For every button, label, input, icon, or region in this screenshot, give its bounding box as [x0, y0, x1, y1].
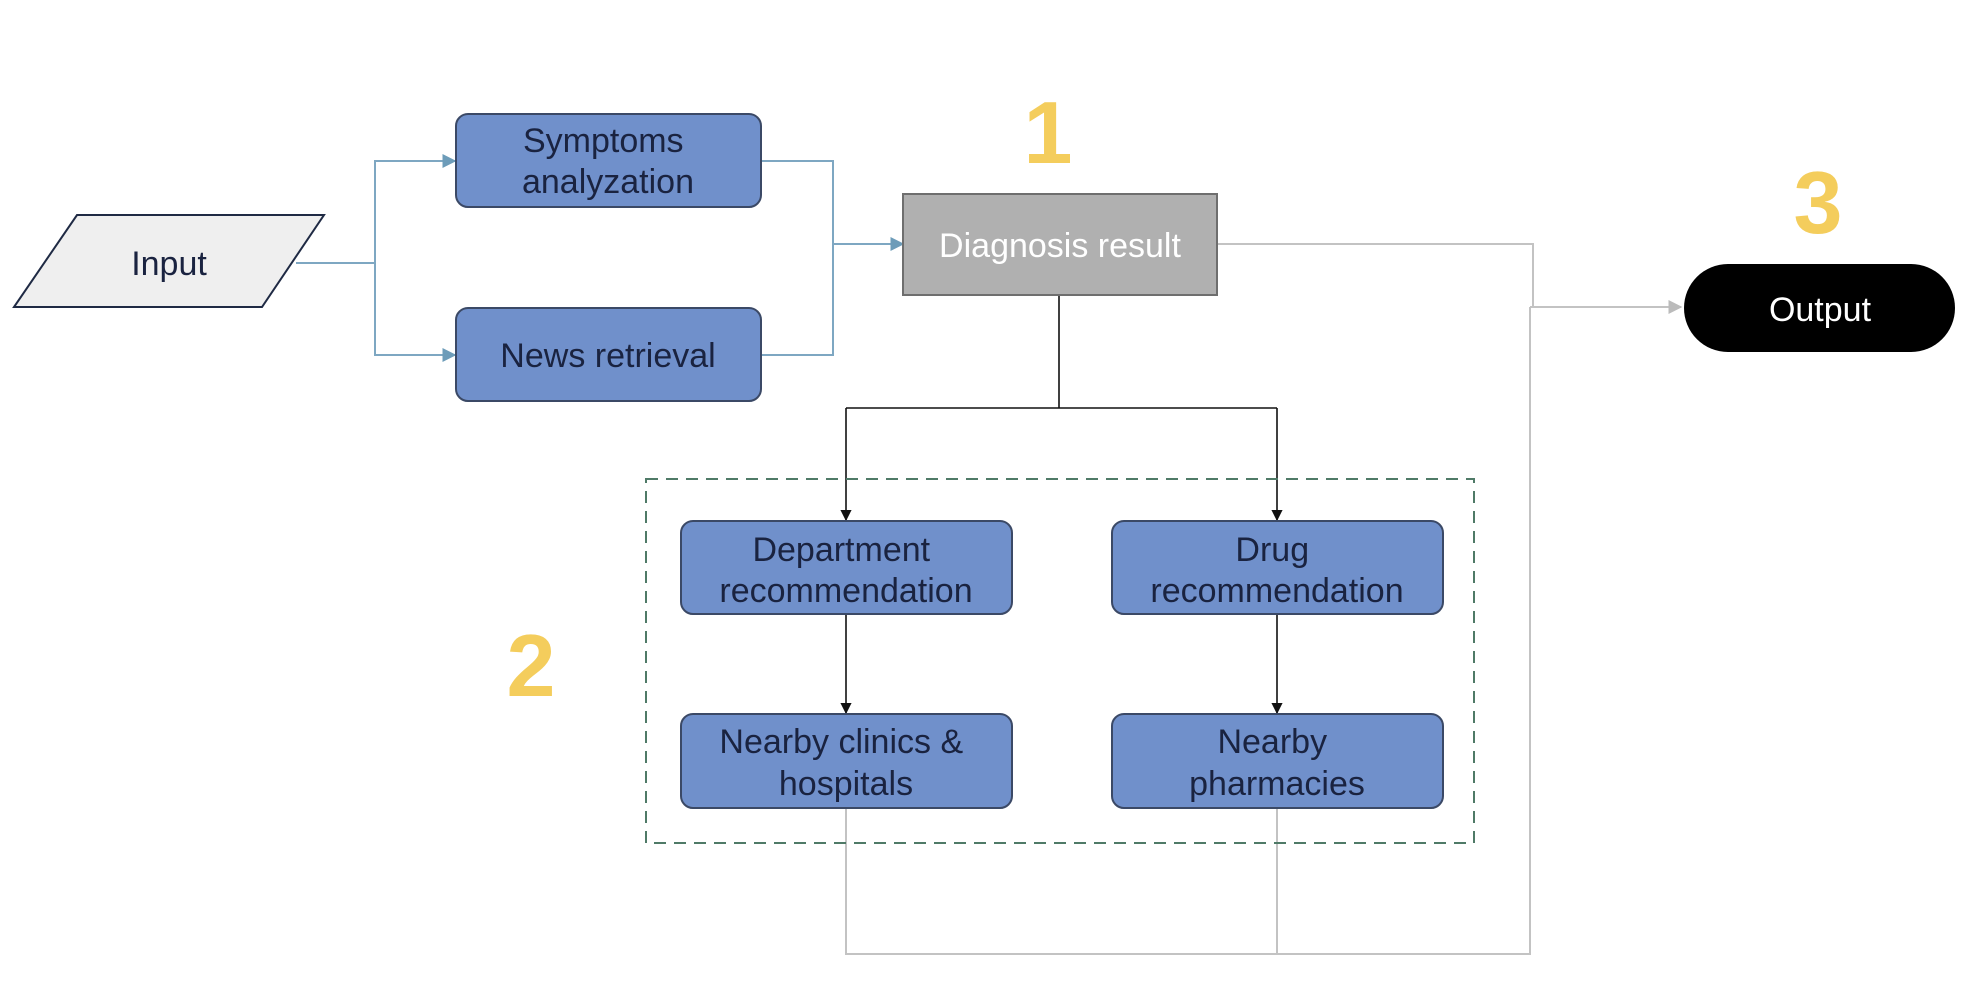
pharmacies-node: Nearby pharmacies: [1111, 713, 1444, 809]
pharmacies-label: Nearby pharmacies: [1189, 723, 1365, 803]
connector-news-out: [761, 244, 834, 356]
department-box: [680, 520, 1013, 615]
step-number-2: 2: [507, 616, 556, 715]
input-node: Input: [12, 214, 326, 308]
diagnosis-node: Diagnosis result: [902, 193, 1218, 296]
department-label: Department recommendation: [719, 531, 972, 610]
connector-clinics-return: [845, 307, 1531, 955]
input-connectors: [296, 154, 905, 362]
symptoms-label: Symptoms analyzation: [522, 122, 694, 201]
drug-label-line-1: Drug: [1235, 531, 1309, 569]
clinics-box: [680, 713, 1013, 809]
diagnosis-connectors: [840, 295, 1283, 715]
recommendation-group: [645, 478, 1475, 844]
drug-label-line-2: recommendation: [1150, 572, 1403, 610]
department-label-line-2: recommendation: [719, 572, 972, 610]
pharmacies-label-line-1: Nearby: [1217, 723, 1327, 761]
connector-symptoms-out: [761, 160, 834, 244]
news-box: [455, 307, 762, 402]
symptoms-node: Symptoms analyzation: [455, 113, 762, 208]
output-label: Output: [1769, 291, 1872, 329]
input-shape: [12, 214, 326, 308]
symptoms-label-line-2: analyzation: [522, 163, 694, 201]
step-number-3: 3: [1794, 153, 1843, 252]
department-label-line-1: Department: [752, 531, 930, 569]
output-connectors: [845, 243, 1683, 955]
news-node: News retrieval: [455, 307, 762, 402]
drug-box: [1111, 520, 1444, 615]
connector-diagnosis-to-output: [1217, 243, 1534, 307]
pharmacies-label-line-2: pharmacies: [1189, 765, 1365, 803]
symptoms-label-line-1: Symptoms: [523, 122, 684, 160]
diagnosis-label: Diagnosis result: [939, 227, 1181, 265]
clinics-label-line-1: Nearby clinics &: [719, 723, 963, 761]
drug-node: Drug recommendation: [1111, 520, 1444, 615]
news-label: News retrieval: [500, 337, 715, 375]
clinics-label: Nearby clinics & hospitals: [719, 723, 972, 803]
clinics-label-line-2: hospitals: [779, 765, 913, 803]
connector-to-symptoms: [374, 154, 457, 263]
output-shape: [1684, 264, 1955, 352]
symptoms-box: [455, 113, 762, 208]
diagnosis-box: [902, 193, 1218, 296]
clinics-node: Nearby clinics & hospitals: [680, 713, 1013, 809]
input-label: Input: [131, 245, 207, 283]
department-node: Department recommendation: [680, 520, 1013, 615]
step-number-1: 1: [1024, 83, 1073, 182]
pharmacies-box: [1111, 713, 1444, 809]
output-node: Output: [1684, 264, 1955, 352]
drug-label: Drug recommendation: [1150, 531, 1403, 610]
connector-to-news: [374, 263, 457, 362]
